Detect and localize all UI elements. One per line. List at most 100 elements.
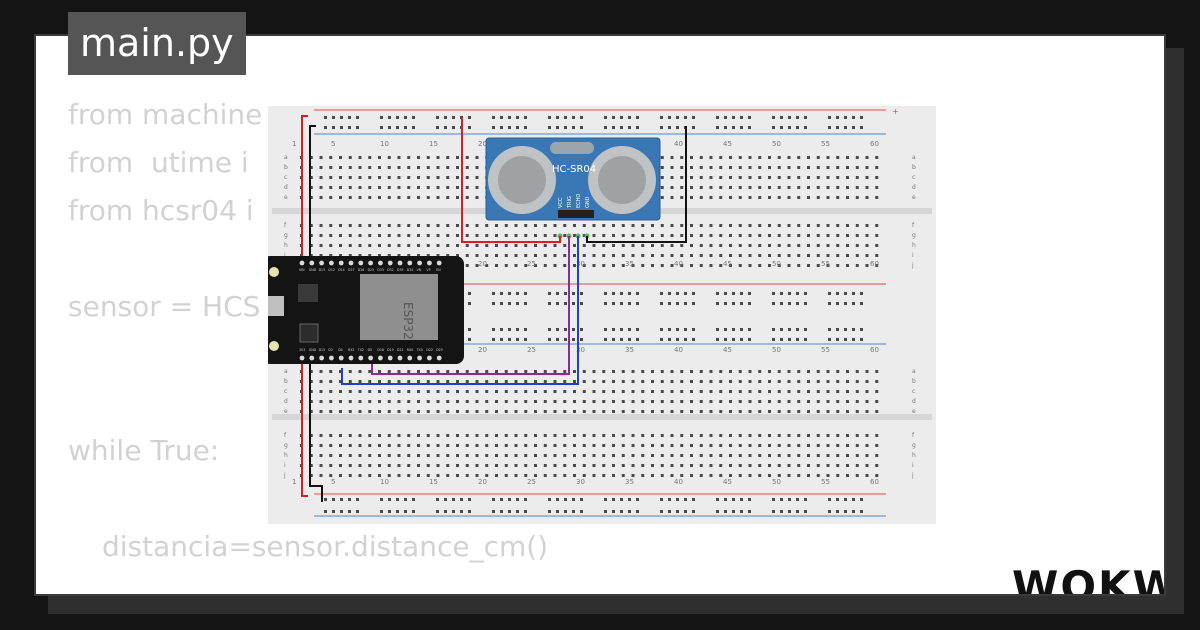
file-tab-main-py[interactable]: main.py: [68, 12, 246, 75]
breadboard-hole: [724, 510, 727, 513]
breadboard-hole: [826, 434, 830, 437]
esp32-pin[interactable]: [407, 260, 413, 266]
breadboard-hole: [768, 400, 771, 403]
breadboard-hole: [846, 254, 849, 257]
esp32-pin[interactable]: [387, 260, 393, 266]
breadboard-hole: [500, 510, 503, 513]
boot-button[interactable]: [269, 341, 279, 351]
breadboard-hole: [582, 234, 586, 237]
breadboard-hole: [556, 498, 559, 501]
breadboard-hole: [621, 464, 625, 467]
breadboard-hole: [378, 400, 381, 403]
esp32-pin[interactable]: [309, 260, 315, 266]
breadboard-hole: [358, 244, 362, 247]
wire-trig[interactable]: [371, 236, 570, 375]
breadboard-hole: [553, 400, 557, 403]
wire-power-rail[interactable]: [301, 115, 308, 497]
wire-vcc[interactable]: [461, 118, 561, 243]
esp32-pin[interactable]: [397, 355, 403, 361]
wire-ground-rail[interactable]: [309, 125, 323, 502]
esp32-pin[interactable]: [358, 260, 364, 266]
breadboard-hole: [768, 474, 771, 477]
breadboard-hole: [500, 498, 503, 501]
breadboard-hole: [875, 176, 879, 179]
breadboard-hole: [680, 264, 684, 267]
reset-button[interactable]: [269, 267, 279, 277]
breadboard-hole: [670, 410, 674, 413]
breadboard-hole: [846, 244, 849, 247]
breadboard-hole: [668, 116, 671, 119]
breadboard-hole: [309, 380, 313, 383]
wire-echo[interactable]: [341, 236, 579, 385]
breadboard-hole: [807, 454, 810, 457]
breadboard-hole: [807, 444, 810, 447]
breadboard-hole: [628, 292, 631, 295]
esp32-pin[interactable]: [348, 260, 354, 266]
breadboard-hole: [446, 176, 450, 179]
esp32-pin[interactable]: [397, 260, 403, 266]
esp32-pin[interactable]: [329, 355, 334, 361]
breadboard-hole: [828, 116, 831, 119]
esp32-pin[interactable]: [427, 260, 432, 266]
esp32-pin[interactable]: [368, 355, 373, 361]
breadboard-hole: [548, 328, 551, 331]
esp32-pin[interactable]: [338, 260, 344, 266]
wire-gnd[interactable]: [586, 126, 687, 243]
breadboard-hole: [748, 338, 751, 341]
esp32-pin[interactable]: [378, 355, 383, 361]
esp32-pin[interactable]: [319, 260, 324, 266]
breadboard-hole: [504, 390, 508, 393]
esp32-pin[interactable]: [436, 355, 442, 361]
esp32-pin[interactable]: [436, 260, 442, 266]
breadboard-hole: [508, 510, 511, 513]
breadboard-hole: [690, 410, 693, 413]
esp32-pin[interactable]: [338, 355, 344, 361]
breadboard-hole: [387, 254, 391, 257]
esp32-pin[interactable]: [329, 260, 334, 266]
row-letter: g: [284, 442, 288, 449]
breadboard-hole: [690, 434, 693, 437]
esp32-pin[interactable]: [387, 355, 393, 361]
esp32-pin[interactable]: [309, 355, 315, 361]
breadboard-hole: [875, 224, 879, 227]
breadboard-hole: [660, 390, 664, 393]
breadboard-hole: [641, 264, 645, 267]
breadboard-hole: [460, 498, 463, 501]
column-number: 10: [380, 478, 389, 486]
breadboard-hole: [719, 156, 723, 159]
breadboard-hole: [797, 264, 801, 267]
breadboard-hole: [348, 244, 352, 247]
breadboard-hole: [807, 370, 810, 373]
breadboard-hole: [309, 254, 313, 257]
esp32-pin[interactable]: [378, 260, 383, 266]
esp32-pin[interactable]: [407, 355, 413, 361]
breadboard-hole: [660, 380, 664, 383]
hc-sr04-sensor[interactable]: HC-SR04 VCC TRIG ECHO GND: [485, 137, 661, 239]
esp32-pin[interactable]: [299, 355, 305, 361]
breadboard-hole: [417, 244, 420, 247]
breadboard-hole: [500, 116, 503, 119]
breadboard-hole: [407, 176, 411, 179]
esp32-pin[interactable]: [368, 260, 373, 266]
breadboard-hole: [631, 234, 635, 237]
breadboard-hole: [426, 156, 430, 159]
column-number: 15: [429, 140, 438, 148]
breadboard-hole: [875, 234, 879, 237]
esp32-pin[interactable]: [427, 355, 432, 361]
breadboard-hole: [709, 410, 713, 413]
project-card[interactable]: from machine from utime i from hcsr04 i …: [34, 34, 1166, 596]
breadboard-hole: [368, 186, 372, 189]
esp32-pin[interactable]: [299, 260, 305, 266]
breadboard-hole: [436, 196, 440, 199]
esp32-pin[interactable]: [417, 260, 422, 266]
esp32-pin[interactable]: [417, 355, 422, 361]
breadboard-hole: [387, 400, 391, 403]
breadboard-hole: [426, 186, 430, 189]
breadboard-hole: [768, 444, 771, 447]
esp32-pin-label: D27: [348, 268, 355, 272]
esp32-pin[interactable]: [348, 355, 354, 361]
breadboard-hole: [719, 464, 723, 467]
esp32-pin[interactable]: [319, 355, 324, 361]
esp32-pin[interactable]: [358, 355, 364, 361]
